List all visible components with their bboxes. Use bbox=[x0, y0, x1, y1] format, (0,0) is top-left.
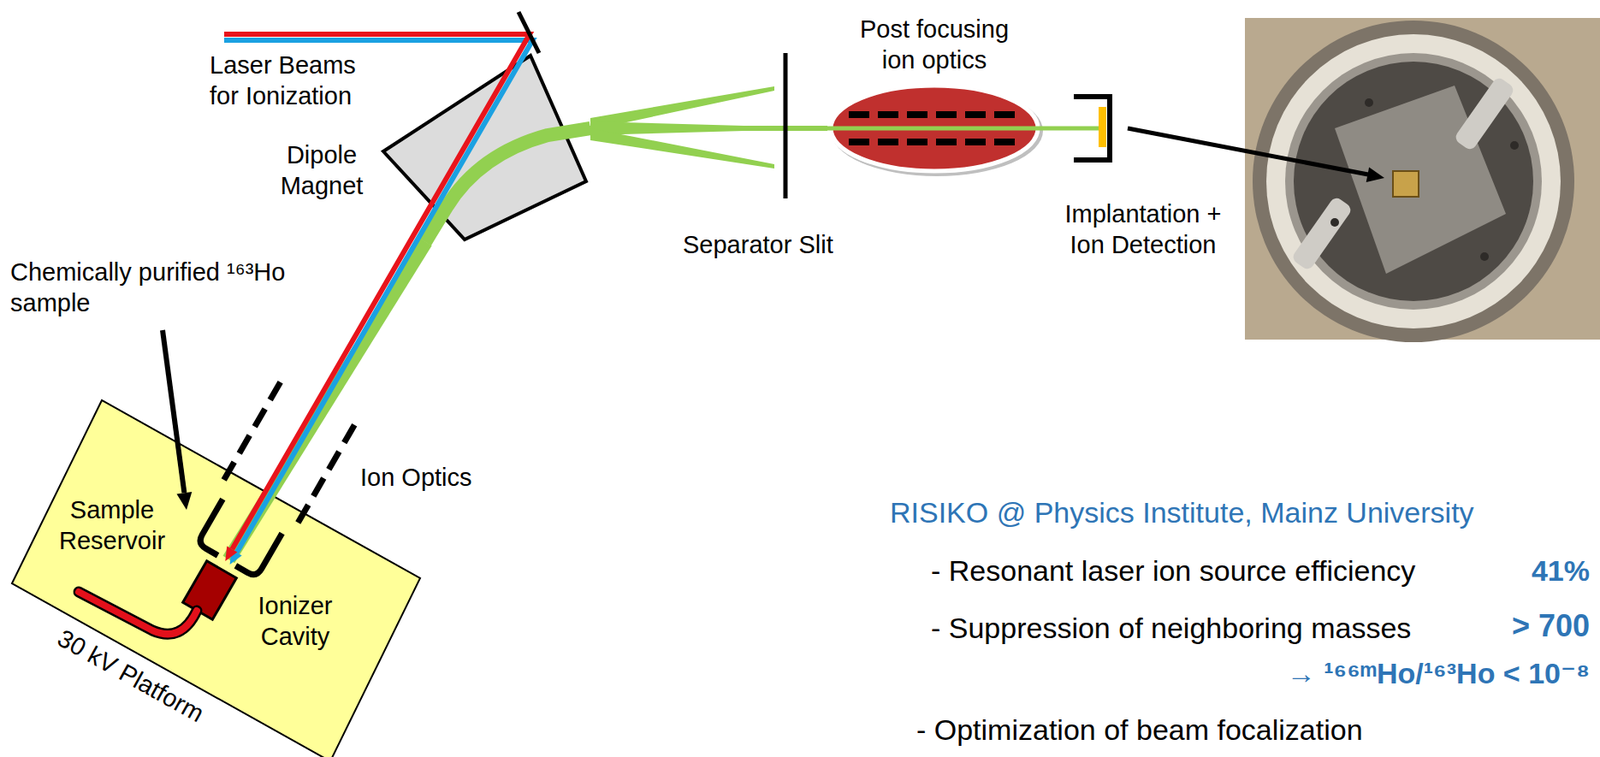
node-label: Ionizer Cavity bbox=[248, 590, 343, 652]
screw-hole bbox=[1364, 98, 1374, 107]
detector-chip bbox=[1392, 171, 1419, 197]
annotation-label: 41% bbox=[1531, 552, 1590, 589]
text-anchor: Post focusing ion optics bbox=[848, 13, 1020, 76]
platform-outline bbox=[11, 400, 421, 757]
lens-shadow bbox=[830, 85, 1043, 177]
text-anchor: - Suppression of neighboring masses bbox=[930, 610, 1411, 646]
platform-band: 30 kV Platform Ionizer Cavity bbox=[0, 393, 428, 757]
text-anchor: Ionizer Cavity bbox=[248, 590, 343, 652]
annotation-label: Chemically purified ¹⁶³Ho sample bbox=[10, 256, 353, 319]
leader-line bbox=[1127, 128, 1369, 175]
text-anchor: 30 kV Platform bbox=[130, 675, 294, 707]
text-anchor: 41% bbox=[1531, 552, 1590, 589]
text-anchor: > 700 bbox=[1511, 607, 1590, 646]
leader-arrowhead bbox=[177, 491, 193, 510]
separator-slit bbox=[783, 53, 789, 199]
node-shape bbox=[181, 559, 238, 622]
ion-beam bbox=[827, 126, 1042, 131]
implantation-foil bbox=[1098, 106, 1107, 148]
annotation-label: → ¹⁶⁶ᵐHo/¹⁶³Ho < 10⁻⁸ bbox=[1286, 655, 1590, 692]
lens-electrode bbox=[848, 111, 1020, 119]
node-shape bbox=[380, 53, 589, 243]
laser-arrowhead bbox=[225, 546, 238, 562]
annotation-label: Sample Reservoir bbox=[56, 494, 168, 557]
reservoir-tube-outline bbox=[78, 592, 197, 635]
annotation-label: Ion Optics bbox=[360, 462, 473, 493]
text-anchor: RISIKO @ Physics Institute, Mainz Univer… bbox=[889, 494, 1475, 531]
text-anchor: → ¹⁶⁶ᵐHo/¹⁶³Ho < 10⁻⁸ bbox=[1286, 655, 1590, 692]
annotation-label: - Optimization of beam focalization bbox=[916, 711, 1363, 748]
reservoir-tube bbox=[78, 592, 197, 635]
mass-beam-strand bbox=[590, 121, 775, 136]
node-label: Implantation + Ion Detection bbox=[1057, 198, 1229, 261]
text-anchor: - Optimization of beam focalization bbox=[916, 711, 1363, 748]
ion-beam bbox=[1071, 126, 1099, 131]
annotation-label: - Suppression of neighboring masses bbox=[930, 610, 1411, 646]
text-anchor: Chemically purified ¹⁶³Ho sample bbox=[10, 256, 353, 319]
screw-hole bbox=[1510, 141, 1519, 150]
flange bbox=[1252, 20, 1575, 343]
text-anchor: Ion Optics bbox=[360, 462, 473, 493]
magnet-outline bbox=[383, 55, 587, 240]
dipole-magnet: Dipole Magnet bbox=[380, 53, 589, 243]
leader-arrowhead bbox=[1366, 166, 1385, 183]
flange-ring bbox=[1266, 34, 1561, 329]
chamber-photo bbox=[1244, 17, 1600, 343]
text-anchor: Sample Reservoir bbox=[56, 494, 168, 557]
ion-beam bbox=[1041, 126, 1072, 131]
screw-hole bbox=[1330, 218, 1340, 227]
laser-mirror bbox=[518, 11, 540, 54]
ion-optics-electrode bbox=[224, 376, 285, 480]
text-anchor: - Resonant laser ion source efficiency bbox=[930, 552, 1416, 589]
annotation-label: - Resonant laser ion source efficiency bbox=[930, 552, 1416, 589]
node-label: Dipole Magnet bbox=[270, 139, 374, 202]
text-anchor: Laser Beams for Ionization bbox=[209, 49, 373, 112]
laser-beam-red bbox=[224, 34, 530, 550]
annotation-label: > 700 bbox=[1511, 607, 1590, 646]
ionizer-cavity: Ionizer Cavity bbox=[181, 559, 238, 622]
holder-clip bbox=[1453, 76, 1517, 153]
text-anchor: Implantation + Ion Detection bbox=[1057, 198, 1229, 261]
holder-clip bbox=[1291, 195, 1354, 273]
annotation-label: Laser Beams for Ionization bbox=[209, 49, 373, 112]
flange-inner bbox=[1285, 53, 1542, 310]
text-anchor: Separator Slit bbox=[682, 229, 834, 261]
leader-line bbox=[162, 330, 184, 493]
node-label: Post focusing ion optics bbox=[848, 13, 1020, 76]
screw-hole bbox=[1480, 252, 1489, 261]
annotation-label: RISIKO @ Physics Institute, Mainz Univer… bbox=[889, 494, 1475, 531]
mass-beam-strand bbox=[590, 128, 775, 169]
annotation-label: Separator Slit bbox=[682, 229, 834, 261]
text-anchor: Dipole Magnet bbox=[270, 139, 374, 202]
lens-electrode bbox=[848, 138, 1020, 146]
chamber-bore bbox=[1293, 61, 1534, 302]
